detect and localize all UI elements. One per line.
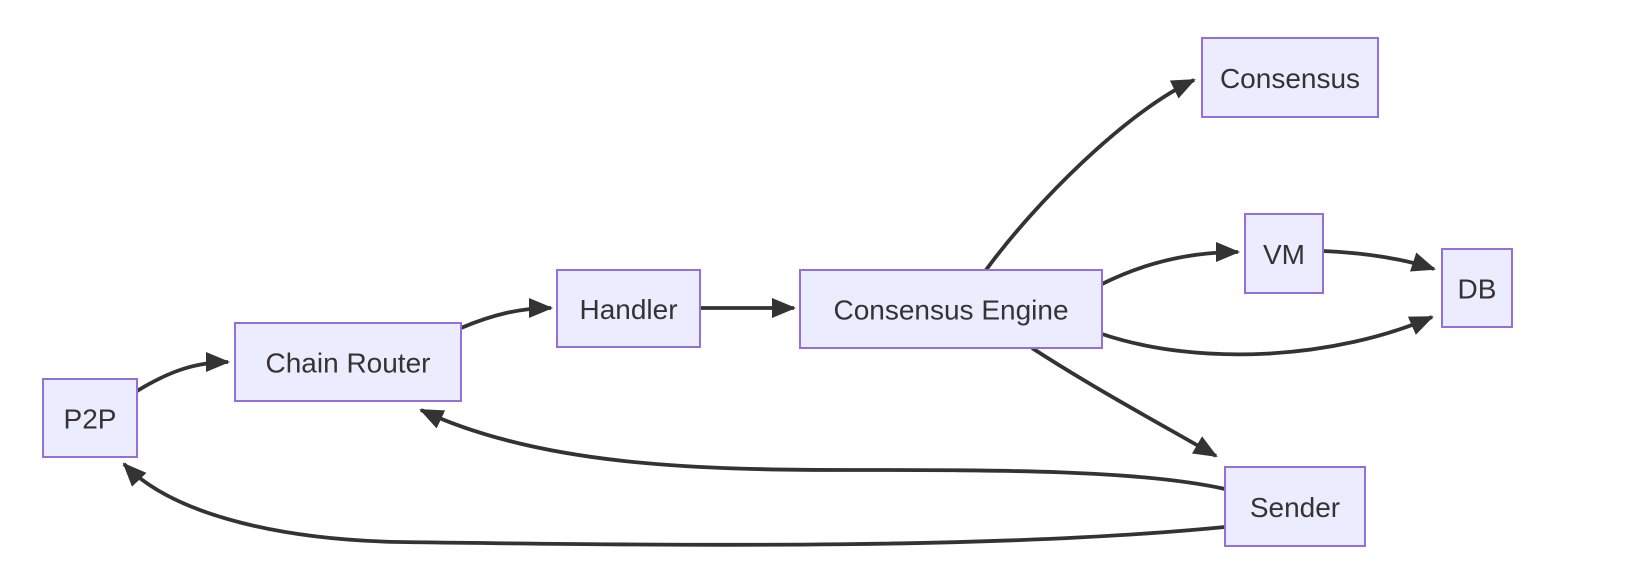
node-consensus-box xyxy=(1201,37,1379,118)
node-vm-label: VM xyxy=(1263,239,1305,270)
node-vm-box xyxy=(1244,213,1324,294)
node-sender-label: Sender xyxy=(1250,492,1340,523)
node-db-label: DB xyxy=(1458,274,1497,305)
node-db-box xyxy=(1441,248,1513,328)
edge-vm-to-db xyxy=(1322,249,1436,272)
edge-consensus_engine-to-consensus xyxy=(984,78,1196,272)
node-consensus_engine-label: Consensus Engine xyxy=(833,295,1068,326)
node-handler: Handler xyxy=(556,269,701,348)
node-consensus_engine: Consensus Engine xyxy=(799,269,1103,349)
node-chain_router-box xyxy=(234,322,462,402)
edge-consensus_engine-to-db xyxy=(1101,315,1434,357)
edge-p2p-to-chain_router xyxy=(136,352,230,393)
edge-consensus_engine-to-sender xyxy=(1030,346,1218,458)
node-db: DB xyxy=(1441,248,1513,328)
edge-sender-to-chain_router xyxy=(419,408,1226,491)
edge-chain_router-to-handler xyxy=(460,298,553,330)
node-sender-box xyxy=(1224,466,1366,547)
node-sender: Sender xyxy=(1224,466,1366,547)
node-consensus-label: Consensus xyxy=(1220,63,1360,94)
node-p2p-label: P2P xyxy=(64,404,117,435)
node-consensus_engine-box xyxy=(799,269,1103,349)
node-chain_router-label: Chain Router xyxy=(266,348,431,379)
node-handler-box xyxy=(556,269,701,348)
edges-layer xyxy=(122,78,1436,547)
node-chain_router: Chain Router xyxy=(234,322,462,402)
edge-sender-to-p2p xyxy=(122,462,1226,547)
node-handler-label: Handler xyxy=(579,294,677,325)
node-p2p: P2P xyxy=(42,378,138,458)
node-vm: VM xyxy=(1244,213,1324,294)
nodes-layer: P2P Chain Router Handler Consensus Engine Co… xyxy=(42,37,1513,547)
node-p2p-box xyxy=(42,378,138,458)
edge-consensus_engine-to-vm xyxy=(1101,242,1240,286)
node-consensus: Consensus xyxy=(1201,37,1379,118)
